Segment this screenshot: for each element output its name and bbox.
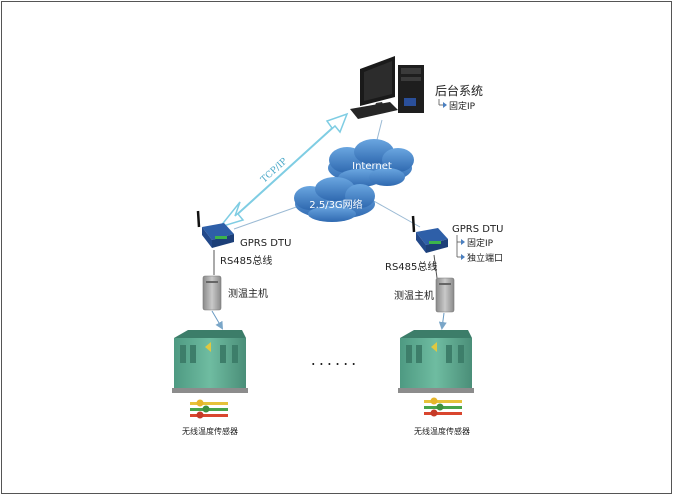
temp-host-2-label: 测温主机 bbox=[394, 289, 434, 302]
gprs-dtu-device-2 bbox=[411, 215, 448, 253]
sensor-1-label: 无线温度传感器 bbox=[182, 426, 238, 436]
mobile-network-cloud: 2.5/3G网络 bbox=[294, 177, 375, 222]
rs485-bus-2-line bbox=[433, 254, 438, 279]
backend-fixed-ip: 固定IP bbox=[449, 100, 476, 112]
temp-host-1-label: 测温主机 bbox=[228, 287, 268, 300]
more-nodes-ellipsis: ...... bbox=[311, 350, 360, 369]
computer-icon bbox=[350, 56, 424, 119]
network-label: 2.5/3G网络 bbox=[309, 198, 362, 211]
dtu-2-fixed-ip: 固定IP bbox=[467, 237, 494, 249]
temp-host-1 bbox=[202, 275, 222, 311]
wireless-sensor-1 bbox=[190, 399, 228, 419]
temp-host-2 bbox=[435, 277, 455, 313]
dtu-2-label: GPRS DTU bbox=[452, 224, 503, 235]
dtu1-to-network-line bbox=[233, 204, 303, 230]
dtu-1-label: GPRS DTU bbox=[240, 238, 291, 249]
substation-cabinet-1 bbox=[172, 330, 248, 393]
wireless-sensor-2 bbox=[424, 397, 462, 417]
rs485-bus-1-label: RS485总线 bbox=[220, 254, 272, 267]
gprs-dtu-device-1 bbox=[196, 210, 234, 248]
rs485-bus-2-label: RS485总线 bbox=[385, 260, 437, 273]
backend-title: 后台系统 bbox=[435, 83, 483, 98]
sensor-2-label: 无线温度传感器 bbox=[414, 426, 470, 436]
substation-cabinet-2 bbox=[398, 330, 474, 393]
internet-cloud: Internet bbox=[328, 139, 414, 187]
internet-label: Internet bbox=[352, 161, 392, 172]
network-to-dtu2-line bbox=[371, 199, 421, 228]
dtu-2-port: 独立端口 bbox=[467, 252, 503, 264]
